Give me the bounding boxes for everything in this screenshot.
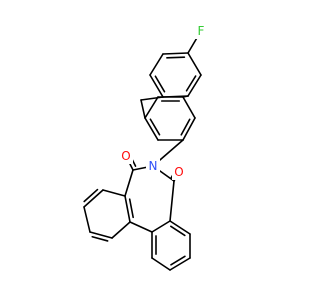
double-bond-cb1-cb2 xyxy=(180,118,191,136)
atom-label-nitrogen: N xyxy=(149,159,158,173)
bond-layer xyxy=(83,30,202,271)
bond-cL-l1 xyxy=(124,169,134,197)
bond-cb1-cb2 xyxy=(182,117,196,141)
label-mask-o1 xyxy=(119,148,133,164)
double-bond-l4-l5 xyxy=(91,235,109,242)
double-bond-c3-c4 xyxy=(154,75,166,93)
label-mask-f xyxy=(194,23,208,39)
atom-label-oxygen-left: O xyxy=(121,149,130,163)
double-bond-r4-r5 xyxy=(170,255,186,266)
bond-l4-l5 xyxy=(89,231,113,239)
label-mask-n xyxy=(146,158,160,174)
label-mask-o2 xyxy=(172,164,186,180)
bond-r5-r6 xyxy=(151,257,171,271)
bond-c3-c4 xyxy=(149,74,164,98)
bond-r2-r3 xyxy=(169,220,191,235)
double-bond-r2-r3 xyxy=(170,225,186,237)
bond-l5-l6 xyxy=(111,221,131,239)
bond-cR-r2 xyxy=(169,180,175,222)
structure-canvas: F O O N xyxy=(83,23,208,271)
bond-l6-l1 xyxy=(124,195,131,223)
double-bond-cb3-cb4 xyxy=(149,118,161,136)
atom-label-fluorine: F xyxy=(198,24,205,38)
bond-cb6-c5 xyxy=(182,95,189,98)
bond-cb4-cb5 xyxy=(144,96,159,119)
bond-c2-c3 xyxy=(149,53,164,76)
bond-r1-r2 xyxy=(151,220,171,233)
double-bond-l6-l1 xyxy=(128,198,134,219)
bond-cb3-cb4 xyxy=(144,117,159,141)
bond-c5-c6 xyxy=(187,74,202,97)
bond-cb6-cb1 xyxy=(182,96,196,119)
bond-l2-l3 xyxy=(83,189,104,208)
double-bond-l2-l3 xyxy=(83,188,99,203)
bond-l1-l2 xyxy=(102,189,126,197)
bond-ch2-cb4 xyxy=(140,99,146,119)
atom-label-oxygen-right: O xyxy=(174,165,183,179)
bond-l3-l4 xyxy=(83,206,91,233)
atom-label-layer: F O O N xyxy=(119,23,208,180)
bond-l6-r1 xyxy=(129,221,153,233)
bond-c1-c2 xyxy=(162,52,189,55)
bond-c6-c1 xyxy=(187,52,202,76)
double-bond-c1-c2 xyxy=(166,56,186,59)
double-bond-c5-c6 xyxy=(185,75,197,92)
bond-r4-r5 xyxy=(169,257,191,271)
